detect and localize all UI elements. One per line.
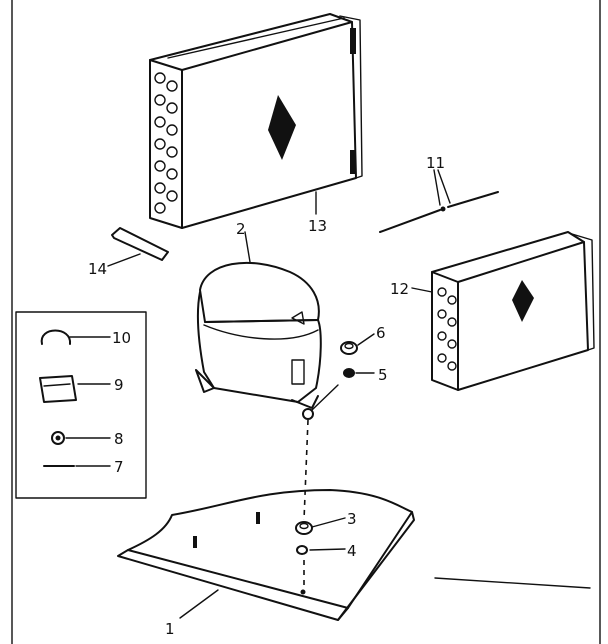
callout-3: 3 bbox=[347, 510, 357, 528]
callout-13: 13 bbox=[308, 217, 327, 235]
bolt bbox=[295, 521, 313, 535]
compressor bbox=[195, 261, 339, 420]
bottom-margin-line bbox=[434, 577, 591, 589]
callout-8: 8 bbox=[114, 430, 124, 448]
callout-1: 1 bbox=[165, 620, 175, 638]
leader-lines bbox=[65, 169, 451, 619]
nut bbox=[296, 545, 308, 555]
coil-tube-ends bbox=[154, 72, 178, 214]
terminal-cover bbox=[39, 375, 77, 403]
callout-6: 6 bbox=[376, 324, 386, 342]
mounting-axis-line bbox=[303, 419, 309, 521]
callout-7: 7 bbox=[114, 458, 124, 476]
callout-4: 4 bbox=[347, 542, 357, 560]
base-pan bbox=[117, 489, 415, 621]
callout-9: 9 bbox=[114, 376, 124, 394]
overload-protector bbox=[51, 431, 65, 445]
callout-2: 2 bbox=[236, 220, 246, 238]
clip bbox=[40, 329, 72, 345]
condenser-coil bbox=[149, 13, 363, 229]
callout-14: 14 bbox=[88, 260, 107, 278]
callout-5: 5 bbox=[378, 366, 388, 384]
callout-12: 12 bbox=[390, 280, 409, 298]
callout-11: 11 bbox=[426, 154, 445, 172]
spacer bbox=[343, 368, 355, 378]
grommet bbox=[340, 341, 358, 355]
tube-fitting bbox=[111, 227, 169, 261]
callout-10: 10 bbox=[112, 329, 131, 347]
evaporator-coil bbox=[431, 231, 595, 391]
capillary-tubes bbox=[379, 191, 499, 233]
small-parts-inset bbox=[15, 311, 147, 499]
